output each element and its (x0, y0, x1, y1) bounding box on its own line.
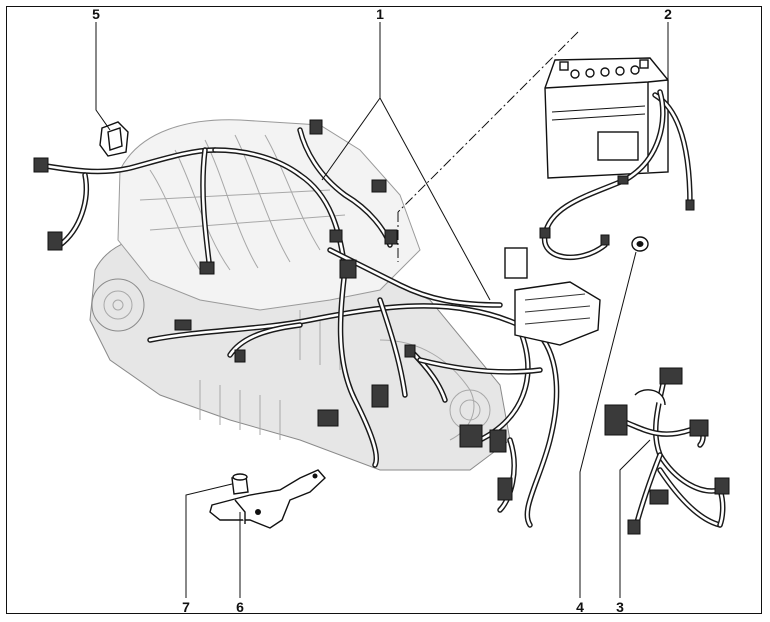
callout-1: 1 (376, 6, 384, 22)
reference-line (397, 31, 579, 213)
transmission-harness (604, 367, 730, 535)
harness-bracket (209, 469, 326, 529)
callout-6: 6 (236, 599, 244, 615)
engine-wiring-harness (33, 119, 601, 528)
callout-4: 4 (576, 599, 584, 615)
callout-2: 2 (664, 6, 672, 22)
bracket-grommet (231, 473, 249, 495)
callout-labels: 1 2 3 4 5 6 7 (92, 6, 672, 615)
battery-cable (539, 89, 695, 261)
harness-clip (99, 121, 129, 157)
callout-3: 3 (616, 599, 624, 615)
grommet (631, 236, 649, 252)
callout-5: 5 (92, 6, 100, 22)
engine-assembly (89, 119, 511, 471)
callout-7: 7 (182, 599, 190, 615)
leader-lines (95, 22, 669, 598)
